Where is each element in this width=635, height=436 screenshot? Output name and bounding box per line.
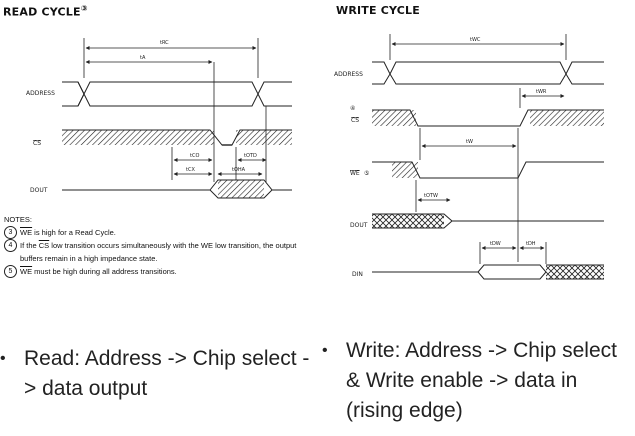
write-we-label: WE <box>350 170 360 177</box>
read-dout-label: DOUT <box>30 187 48 194</box>
write-cs-label: CS <box>351 117 359 124</box>
read-cycle-title: READ CYCLE③ <box>3 4 88 19</box>
read-cycle-diagram: ADDRESS CS DOUT <box>26 38 292 199</box>
read-cs-label: CS <box>33 140 41 147</box>
notes-section: NOTES: 3 WE is high for a Read Cycle. 4 … <box>4 213 309 278</box>
note-item: 5 WE must be high during all address tra… <box>4 265 309 278</box>
write-cycle-diagram: ADDRESS ④ CS WE ⑤ DOUT DIN <box>334 34 604 280</box>
write-twr-label: tWR <box>536 89 547 95</box>
write-dout-waveform <box>372 213 604 229</box>
write-din-waveform <box>372 264 604 280</box>
read-summary-bullet: • Read: Address -> Chip select -> data o… <box>0 347 310 400</box>
write-cs-waveform <box>372 109 604 127</box>
read-address-label: ADDRESS <box>26 90 55 97</box>
write-twc-label: tWC <box>470 37 481 43</box>
read-dout-waveform <box>62 179 292 199</box>
write-we-marker: ⑤ <box>364 170 369 177</box>
write-address-waveform <box>372 61 604 85</box>
write-we-waveform <box>372 161 604 179</box>
read-tco-label: tCO <box>190 153 199 159</box>
write-timing-arrows <box>389 34 567 264</box>
write-cs-marker: ④ <box>350 105 355 112</box>
read-cs-waveform <box>62 129 292 146</box>
write-tw-label: tW <box>466 139 473 145</box>
read-timing-arrows <box>83 38 267 182</box>
read-address-waveform <box>62 81 292 107</box>
write-din-label: DIN <box>352 271 363 278</box>
write-summary-bullet: • Write: Address -> Chip select & Write … <box>322 339 617 422</box>
note-item: 3 WE is high for a Read Cycle. <box>4 226 309 239</box>
write-address-label: ADDRESS <box>334 71 363 78</box>
read-ta-label: tA <box>140 55 146 61</box>
read-totd-label: tOTD <box>244 153 257 159</box>
note-item: 4 If the CS low transition occurs simult… <box>4 239 309 265</box>
write-tdh-label: tDH <box>526 241 536 247</box>
write-cycle-title: WRITE CYCLE <box>336 4 420 17</box>
notes-heading: NOTES: <box>4 215 32 224</box>
read-toha-label: tOHA <box>232 167 246 173</box>
read-tcx-label: tCX <box>186 167 195 173</box>
write-tdw-label: tDW <box>490 241 501 247</box>
write-totw-label: tOTW <box>424 193 438 199</box>
read-trc-label: tRC <box>160 40 169 46</box>
write-dout-label: DOUT <box>350 222 368 229</box>
